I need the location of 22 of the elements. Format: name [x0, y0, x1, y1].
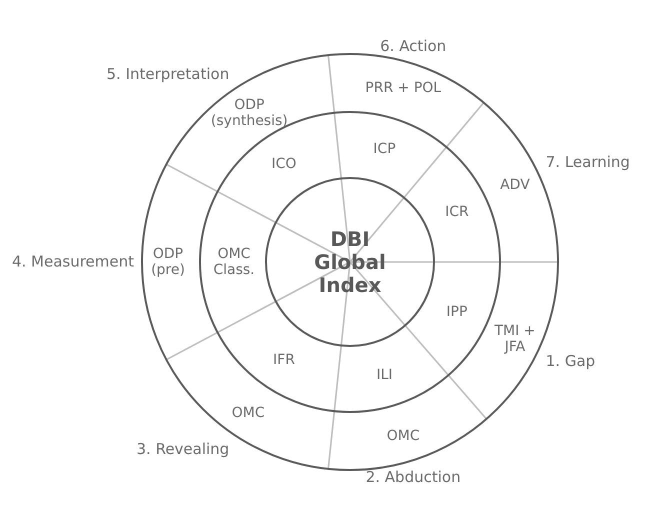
sector-title: 3. Revealing: [136, 441, 230, 458]
segment-label: ODP (synthesis): [204, 96, 294, 129]
sector-title: 7. Learning: [546, 153, 630, 171]
sector-title: 1. Gap: [546, 353, 596, 371]
segment-label: ADV: [500, 177, 530, 194]
segment-label: ICO: [272, 156, 296, 172]
segment-label: TMI + JFA: [486, 322, 543, 355]
segment-label: ICR: [445, 204, 469, 220]
segment-label: ILI: [376, 366, 393, 383]
segment-label: PRR + POL: [365, 80, 442, 96]
segment-label: ODP (pre): [140, 246, 196, 278]
segment-label: ICP: [373, 141, 396, 158]
segment-label: IPP: [446, 304, 468, 320]
segment-label: IFR: [273, 352, 295, 368]
sector-title: 2. Abduction: [366, 468, 461, 486]
segment-label: OMC: [386, 428, 420, 444]
segment-label: OMC: [232, 404, 265, 421]
center-circle: DBI Global Index: [265, 177, 435, 347]
sector-title: 6. Action: [380, 38, 446, 56]
segment-label: OMC Class.: [206, 246, 262, 278]
sector-title: 5. Interpretation: [106, 66, 230, 83]
sector-title: 4. Measurement: [12, 253, 134, 271]
